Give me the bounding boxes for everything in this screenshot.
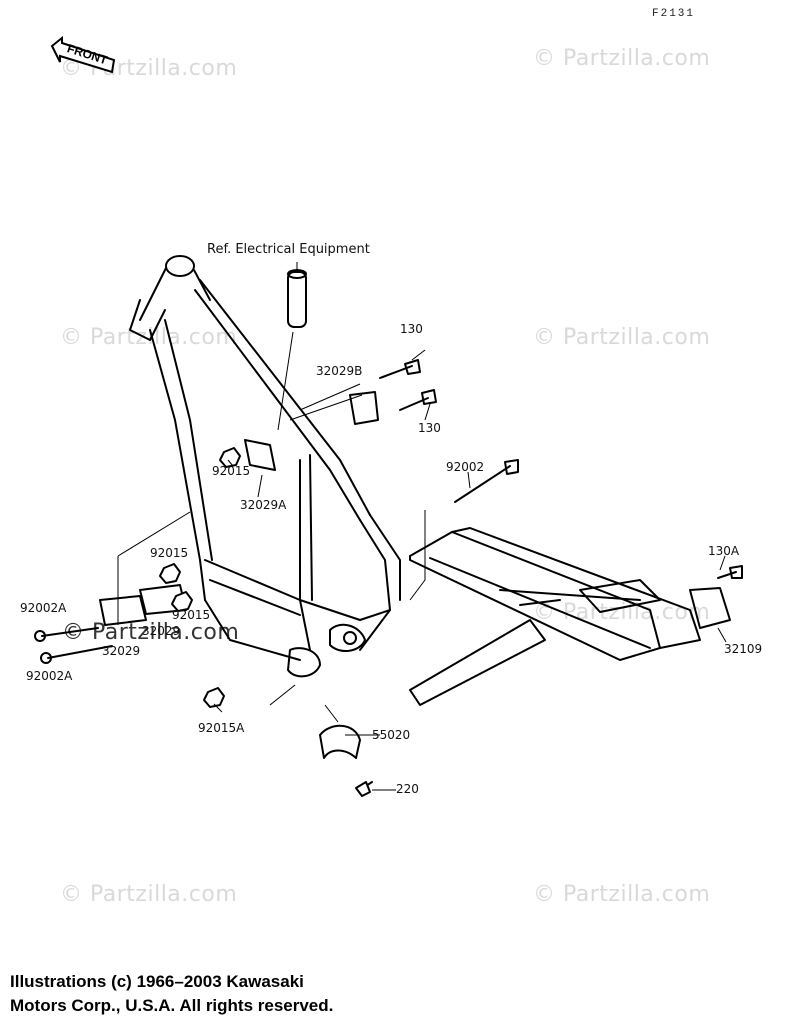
part-label: 55020 [372,728,411,742]
watermark: © Partzilla.com [62,620,240,645]
part-label: 92002A [26,669,73,683]
part-label: 130 [400,322,423,336]
watermark: © Partzilla.com [533,325,711,350]
part-label: 130A [708,544,740,558]
diagram-code: F2131 [652,8,696,20]
watermark: © Partzilla.com [60,325,238,350]
part-label: 92015 [212,464,251,478]
part-label: 32029 [142,624,181,638]
reference-note: Ref. Electrical Equipment [207,242,370,257]
part-label: 92002 [446,460,485,474]
part-label: 32029A [240,498,287,512]
copyright-line-1: Illustrations (c) 1966–2003 Kawasaki [10,972,304,991]
watermark: © Partzilla.com [533,46,711,71]
watermark: © Partzilla.com [60,882,238,907]
watermark: © Partzilla.com [533,882,711,907]
part-label: 92015A [198,721,245,735]
part-label: 92015 [172,608,211,622]
copyright-line-2: Motors Corp., U.S.A. All rights reserved… [10,996,334,1015]
part-label: 130 [418,421,441,435]
part-label: 32029B [316,364,363,378]
part-label: 32109 [724,642,763,656]
part-label: 92015 [150,546,189,560]
front-arrow-icon: FRONT [50,36,116,74]
part-label: 220 [396,782,419,796]
copyright-notice: Illustrations (c) 1966–2003 Kawasaki Mot… [10,970,333,1018]
part-label: 32029 [102,644,141,658]
part-label: 92002A [20,601,67,615]
